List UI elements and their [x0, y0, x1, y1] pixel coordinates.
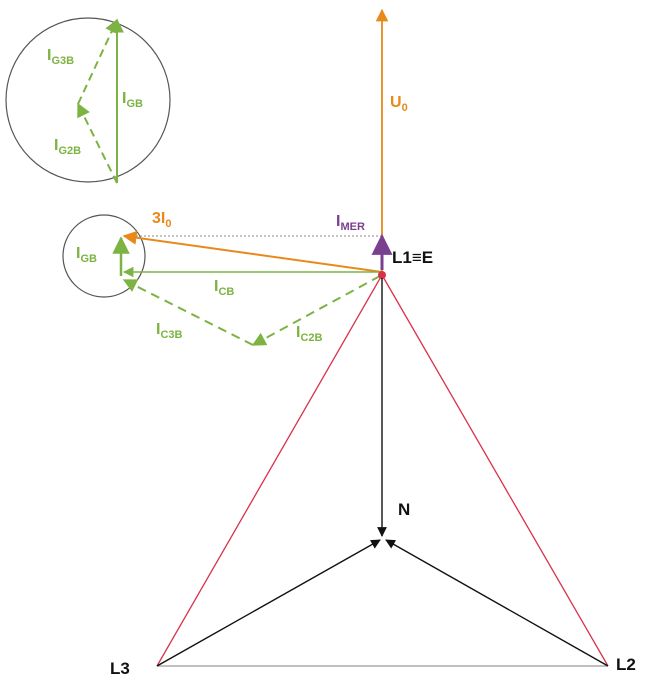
inset-zoom-circle	[5, 17, 171, 183]
label-l1: L1≡E	[392, 248, 433, 267]
label-u0: U0	[390, 94, 408, 114]
inset-label-ig3b: IG3B	[47, 47, 74, 67]
l2-n-vector	[385, 539, 609, 667]
inset-label-igb: IGB	[122, 90, 143, 110]
label-ic3b: IC3B	[156, 321, 183, 341]
l1-node-dot	[378, 271, 386, 279]
phase-line-l1-l3	[156, 274, 383, 667]
label-icb: ICB	[214, 278, 234, 298]
label-three-i0: 3I0	[152, 210, 171, 230]
l3-n-vector	[156, 539, 381, 667]
inset-label-ig2b: IG2B	[54, 137, 81, 157]
label-ic2b: IC2B	[296, 324, 323, 344]
phase-line-l1-l2	[381, 274, 609, 667]
ic2b-vector	[251, 275, 381, 346]
inset-ig2b-vector	[77, 102, 118, 184]
three-i0-vector	[122, 230, 383, 273]
label-n: N	[398, 500, 410, 519]
label-l3: L3	[110, 659, 130, 678]
ic3b-vector	[122, 279, 254, 346]
label-igb: IGB	[76, 245, 97, 265]
inset-ig3b-vector	[77, 18, 119, 105]
label-l2: L2	[616, 655, 636, 674]
label-imer: IMER	[336, 213, 365, 233]
igb-zoom-circle	[62, 214, 146, 298]
